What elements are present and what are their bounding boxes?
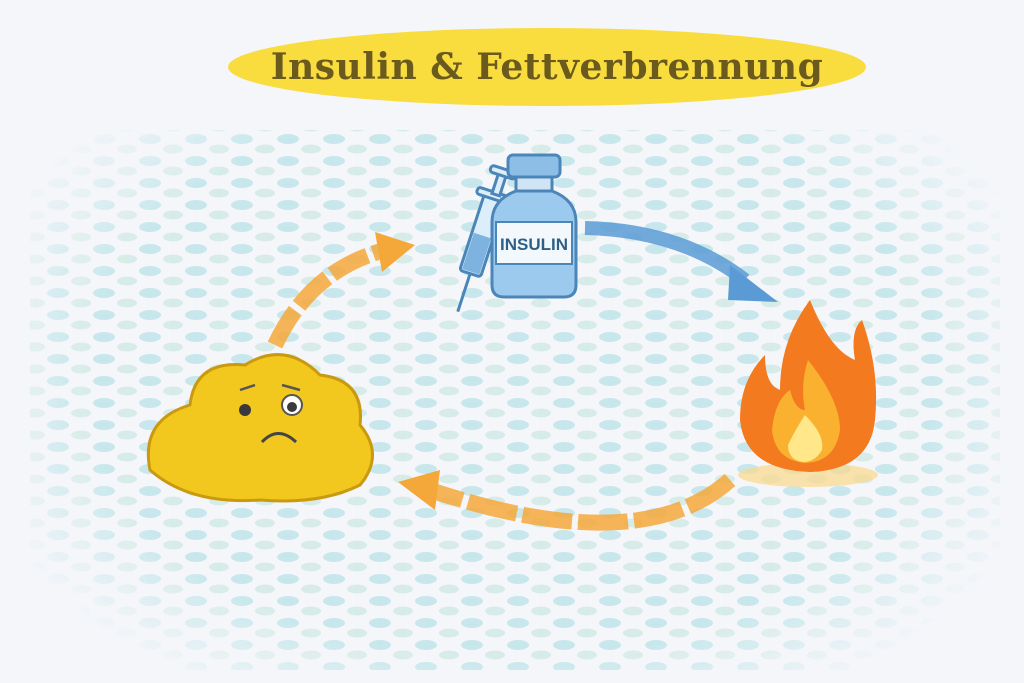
page-title: Insulin & Fettverbrennung (270, 46, 824, 88)
arrow-insulin-to-fire (584, 221, 778, 302)
title-banner: Insulin & Fettverbrennung (228, 28, 866, 106)
flame-icon (738, 300, 878, 487)
sad-fat-cell-icon (146, 353, 374, 503)
arrow-fat-to-insulin (267, 232, 415, 349)
vial-label: INSULIN (500, 235, 568, 254)
arrow-fire-to-fat (398, 470, 736, 531)
insulin-vial-icon: INSULIN (490, 153, 578, 299)
